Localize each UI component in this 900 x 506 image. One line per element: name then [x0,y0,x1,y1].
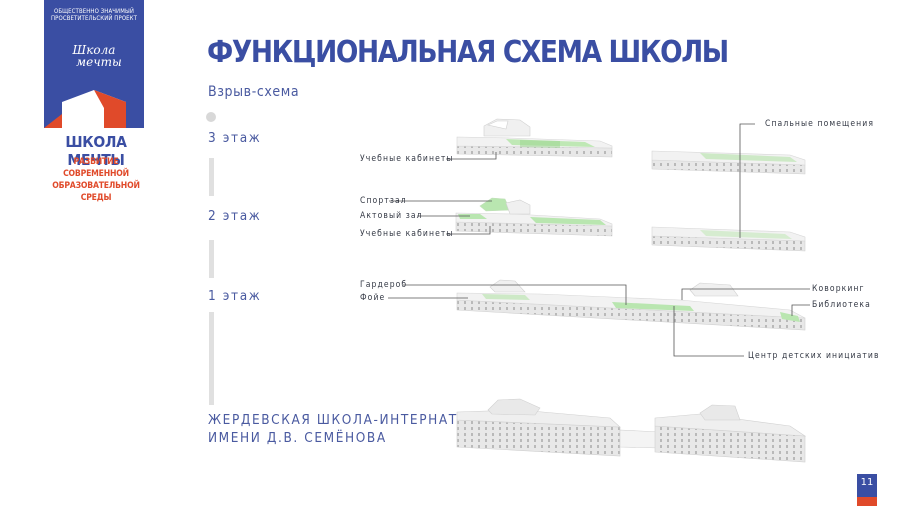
school-name: ЖЕРДЕВСКАЯ ШКОЛА-ИНТЕРНАТ ИМЕНИ Д.В. СЕМ… [208,412,458,446]
callout-f3-classes: Учебные кабинеты [360,154,454,164]
project-logo: ОБЩЕСТВЕННО ЗНАЧИМЫЙ ПРОСВЕТИТЕЛЬСКИЙ ПР… [44,0,144,128]
leader-wardrobe [403,284,627,305]
leader-f3-classes [446,152,497,160]
leader-library [791,304,810,316]
page-number: 11 [857,474,877,498]
callout-f2-classes: Учебные кабинеты [360,229,454,239]
floor-1-block [456,279,806,331]
floor-label-1: 1 этаж [208,288,262,304]
callout-sleeping: Спальные помещения [765,119,875,129]
callout-library: Библиотека [812,300,871,310]
floor-2-right-block [651,226,806,252]
logo-script-text: Школа мечты [72,43,122,69]
leader-sleeping [739,123,755,238]
page-subtitle: Взрыв-схема [208,84,300,100]
callout-coworking: Коворкинг [812,284,865,294]
floor-label-2: 2 этаж [208,208,262,224]
page-title: ФУНКЦИОНАЛЬНАЯ СХЕМА ШКОЛЫ [207,35,729,70]
floor-2-left-block [455,197,613,237]
leader-center [673,306,744,357]
page-number-accent [857,497,877,506]
callout-wardrobe: Гардероб [360,280,408,290]
logo-project-caption: ОБЩЕСТВЕННО ЗНАЧИМЫЙ ПРОСВЕТИТЕЛЬСКИЙ ПР… [50,8,138,22]
floor-label-3: 3 этаж [208,130,262,146]
leader-lines [388,123,810,357]
leader-f2-classes [446,226,491,235]
axis-segment [209,240,214,278]
axis-top-dot [206,112,216,122]
floor-3-right-block [651,150,806,175]
callout-gym: Спортзал [360,196,407,206]
school-building-model [456,398,807,463]
logo-house-icon [44,90,126,128]
callout-hall: Актовый зал [360,211,423,221]
callout-center: Центр детских инициатив [748,351,880,361]
leader-coworking [681,288,810,300]
slogan-subtitle: РАЗВИТИЕ СОВРЕМЕННОЙ ОБРАЗОВАТЕЛЬНОЙ СРЕ… [52,157,140,203]
slogan-title: ШКОЛА МЕЧТЫ [65,133,127,169]
axis-segment [209,312,214,405]
axis-segment [209,158,214,196]
callout-foyer: Фойе [360,293,386,303]
floor-3-left-block [456,118,613,158]
